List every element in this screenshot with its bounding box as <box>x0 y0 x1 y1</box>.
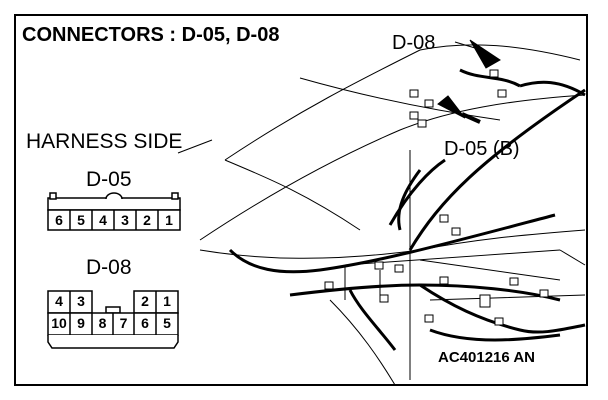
harness-wire <box>408 88 586 251</box>
d05-pin: 5 <box>77 212 85 228</box>
page-title: CONNECTORS : D-05, D-08 <box>22 24 280 46</box>
d08-pin: 9 <box>77 315 85 331</box>
d08-pin: 10 <box>51 315 67 331</box>
windshield-line <box>199 94 586 241</box>
d08-pin: 7 <box>119 315 128 331</box>
d05-pin: 1 <box>165 212 173 228</box>
d05-pin: 4 <box>99 212 107 228</box>
d08-pin: 5 <box>163 315 171 331</box>
d08-pin: 2 <box>141 293 149 309</box>
harness-side-label: HARNESS SIDE <box>26 130 183 153</box>
d05-arrow <box>437 95 466 119</box>
d08-callout: D-08 <box>392 32 436 54</box>
d05-pin: 3 <box>121 212 129 228</box>
roof-line <box>224 44 581 161</box>
d08-pin: 1 <box>163 293 171 309</box>
d08-pin: 4 <box>55 293 63 309</box>
door-edge <box>329 299 396 386</box>
d05-label: D-05 <box>86 168 132 191</box>
d08-pin: 8 <box>98 315 107 331</box>
figure-code: AC401216 AN <box>436 349 537 366</box>
d08-connector-shape <box>47 290 179 349</box>
connector-blocks <box>324 69 549 326</box>
d05-pin: 2 <box>143 212 151 228</box>
d08-pin: 6 <box>141 315 149 331</box>
harness-wire <box>228 213 556 274</box>
d08-pin: 3 <box>77 293 85 309</box>
diagram-frame <box>14 14 588 386</box>
d05-callout: D-05 (B) <box>444 138 520 160</box>
d08-arrow <box>469 39 501 69</box>
d08-label: D-08 <box>86 256 132 279</box>
d05-pin: 6 <box>55 212 63 228</box>
